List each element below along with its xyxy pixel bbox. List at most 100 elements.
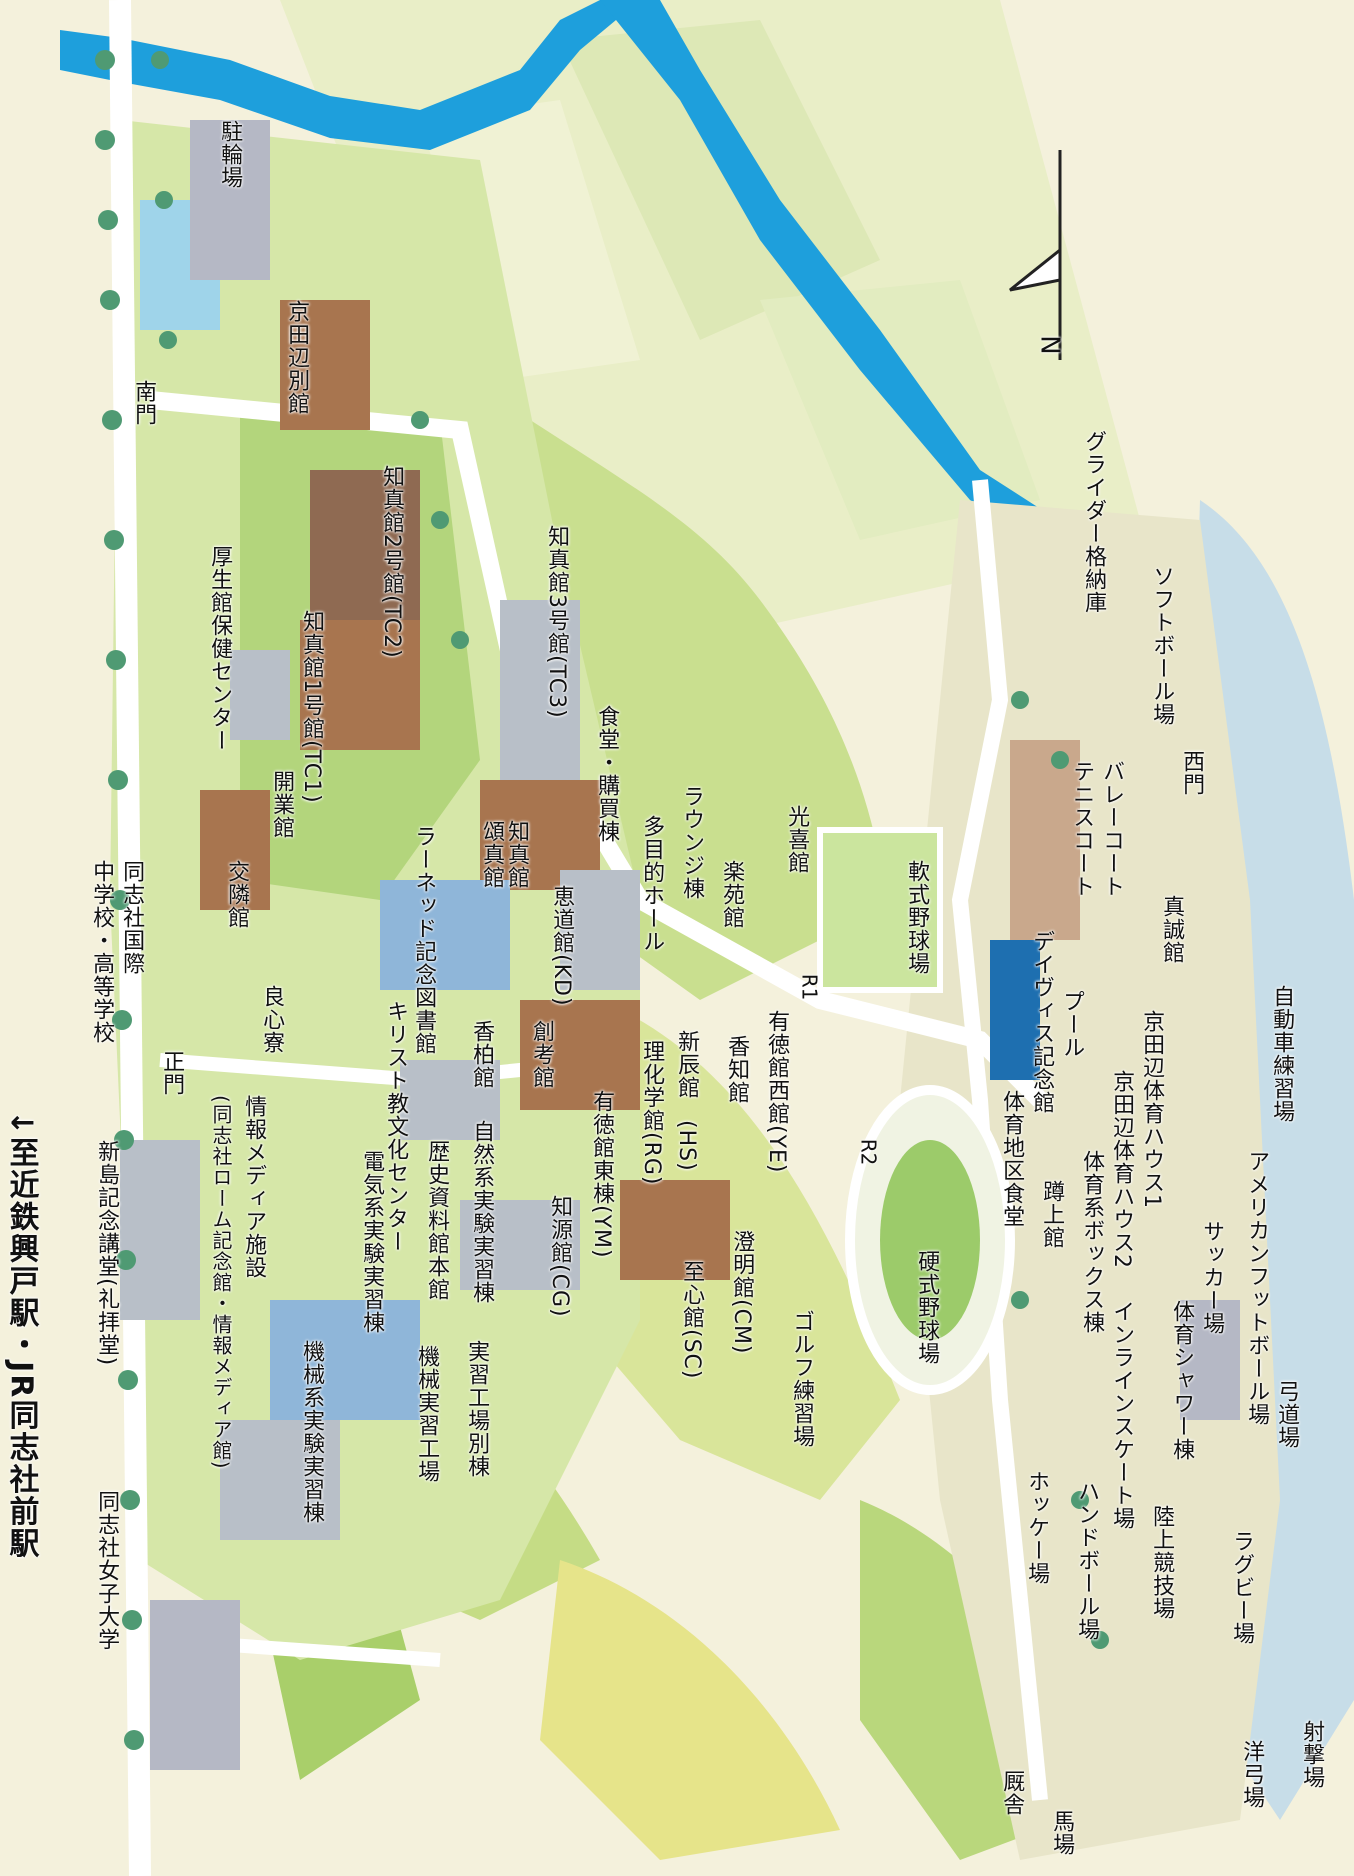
label-rugby: ラグビー場 — [1229, 1530, 1255, 1645]
label-r2: R2 — [856, 1138, 881, 1166]
label-kochikan: 香知館 — [724, 1035, 750, 1104]
label-shinshima-kinen: 新島記念講堂(礼拝堂) — [94, 1140, 120, 1367]
label-yutoku-east: 有徳館東棟(YM) — [589, 1090, 615, 1259]
building — [310, 470, 420, 620]
label-shagekijo: 射撃場 — [1299, 1720, 1325, 1789]
station-label: 至近鉄興戸駅・JR同志社前駅 — [3, 1137, 39, 1560]
label-hockey: ホッケー場 — [1024, 1470, 1050, 1585]
label-joshi-daigaku: 同志社女子大学 — [94, 1490, 120, 1651]
label-koyukan: 交隣館 — [224, 860, 250, 929]
building — [150, 1600, 240, 1770]
building — [120, 1140, 200, 1320]
label-taiiku-shower: 体育シャワー棟 — [1169, 1300, 1195, 1461]
building — [520, 1000, 640, 1110]
label-nanmon: 南門 — [131, 380, 157, 426]
label-keidokan: 恵道館(KD) — [549, 885, 575, 1007]
baseball-field-soft — [817, 827, 943, 993]
river — [60, 0, 640, 150]
label-johomedia: 情報メディア施設 — [241, 1095, 267, 1279]
label-taiiku-box: 体育系ボックス棟 — [1079, 1150, 1105, 1334]
label-kohakukan: 香柏館 — [469, 1020, 495, 1089]
building — [230, 650, 290, 740]
label-sokokan: 創考館 — [529, 1020, 555, 1089]
label-pool: プール — [1059, 990, 1085, 1059]
label-chishin-3: 知真館3号館(TC3) — [544, 525, 570, 719]
label-ryoshinryo: 良心寮 — [259, 985, 285, 1054]
label-shizen-jikken: 自然系実験実習棟 — [469, 1120, 495, 1304]
label-lounge: ラウンジ棟 — [679, 785, 705, 900]
label-kikai-jikken: 機械系実験実習棟 — [299, 1340, 325, 1524]
label-yokyujo: 洋弓場 — [1239, 1740, 1265, 1809]
label-bajo: 馬場 — [1049, 1810, 1075, 1856]
label-kaigyokan: 開業館 — [269, 770, 295, 839]
label-rekishi-shiryokan: 歴史資料館本館 — [424, 1140, 450, 1301]
label-kyusha: 厩舎 — [999, 1770, 1025, 1816]
label-kokusai-school: 同志社国際 — [119, 860, 145, 975]
building — [200, 790, 270, 910]
label-denki-jikken: 電気系実験実習棟 — [359, 1150, 385, 1334]
label-soccer: サッカー場 — [1199, 1220, 1225, 1335]
baseball-field-hard-inner — [880, 1140, 980, 1340]
label-glider: グライダー格納庫 — [1081, 430, 1107, 614]
label-kyudojo: 弓道場 — [1274, 1380, 1300, 1449]
label-jidosha: 自動車練習場 — [1269, 985, 1295, 1123]
label-tennis: テニスコート — [1069, 760, 1095, 898]
label-tamokuteki: 多目的ホール — [639, 815, 665, 953]
label-christian-center: キリスト教文化センター — [383, 1000, 409, 1253]
parking-area — [190, 120, 270, 280]
label-iwakan: 頌真館 — [479, 820, 505, 889]
building — [560, 870, 640, 990]
label-chishin-2: 知真館2号館(TC2) — [379, 465, 405, 659]
arrow-down-icon: ↓ — [3, 1110, 39, 1138]
label-handball: ハンドボール場 — [1074, 1480, 1100, 1641]
label-volley: バレーコート — [1099, 760, 1125, 898]
label-learner: ラーネッド記念図書館 — [411, 825, 437, 1055]
label-rikujo: 陸上競技場 — [1149, 1505, 1175, 1620]
label-softball: ソフトボール場 — [1149, 565, 1175, 726]
label-kyotanabe-bekkan: 京田辺別館 — [284, 300, 310, 415]
label-kokusai-school-sub: 中学校・高等学校 — [89, 860, 115, 1044]
building — [220, 1420, 340, 1540]
label-chishin-1: 知真館1号館(TC1) — [299, 610, 325, 804]
label-kosei-kan: 厚生館保健センター — [207, 545, 233, 752]
sports-zone — [900, 500, 1280, 1860]
label-inline: インラインスケート場 — [1109, 1300, 1135, 1530]
label-jisshu-kojo-bekkan: 実習工場別棟 — [464, 1340, 490, 1478]
compass-label: N — [1034, 335, 1065, 355]
building — [500, 600, 580, 780]
label-hs: (HS) — [674, 1120, 700, 1172]
label-shishinkan: 至心館(SC) — [679, 1260, 705, 1380]
label-sofuto-yakyujo: 軟式野球場 — [904, 860, 930, 975]
label-gym-house2: 京田辺体育ハウス2 — [1109, 1070, 1135, 1269]
label-gym-house1: 京田辺体育ハウス1 — [1139, 1010, 1165, 1209]
label-shinseikan: 真誠館 — [1159, 895, 1185, 964]
label-churinjo: 駐輪場 — [217, 120, 243, 189]
label-johomedia-sub: (同志社ローム記念館・情報メディア館) — [209, 1095, 233, 1470]
station-direction[interactable]: ↓至近鉄興戸駅・JR同志社前駅 — [3, 1110, 39, 1560]
label-taiiku-shokudo: 体育地区食堂 — [999, 1090, 1025, 1228]
road-east — [951, 479, 1048, 1801]
label-r1: R1 — [797, 973, 822, 1001]
building — [400, 1060, 500, 1140]
label-chomeikan: 澄明館(CM) — [729, 1230, 755, 1355]
label-kokoshiki-yakyujo: 硬式野球場 — [914, 1250, 940, 1365]
building — [300, 620, 420, 750]
label-yutoku-west: 有徳館西館(YE) — [764, 1010, 790, 1174]
river-upper — [600, 0, 1130, 590]
building — [460, 1200, 580, 1290]
road-main — [109, 0, 151, 1876]
building-group — [120, 300, 1240, 1770]
label-sojokan: 蹲上館 — [1039, 1180, 1065, 1249]
label-nishimon: 西門 — [1179, 750, 1205, 796]
building — [380, 880, 510, 990]
label-chigenkan: 知源館(CG) — [547, 1195, 573, 1318]
label-shinshinkan: 新辰館 — [674, 1030, 700, 1099]
label-rakuenkan: 楽苑館 — [719, 860, 745, 929]
building — [270, 1300, 420, 1420]
label-kikai-jisshu-kojo: 機械実習工場 — [414, 1345, 440, 1483]
hill-area — [540, 1560, 840, 1860]
label-seimon: 正門 — [159, 1050, 185, 1096]
building — [1180, 1300, 1240, 1420]
building — [620, 1180, 730, 1280]
label-davis: デイヴィス記念館 — [1029, 930, 1055, 1114]
